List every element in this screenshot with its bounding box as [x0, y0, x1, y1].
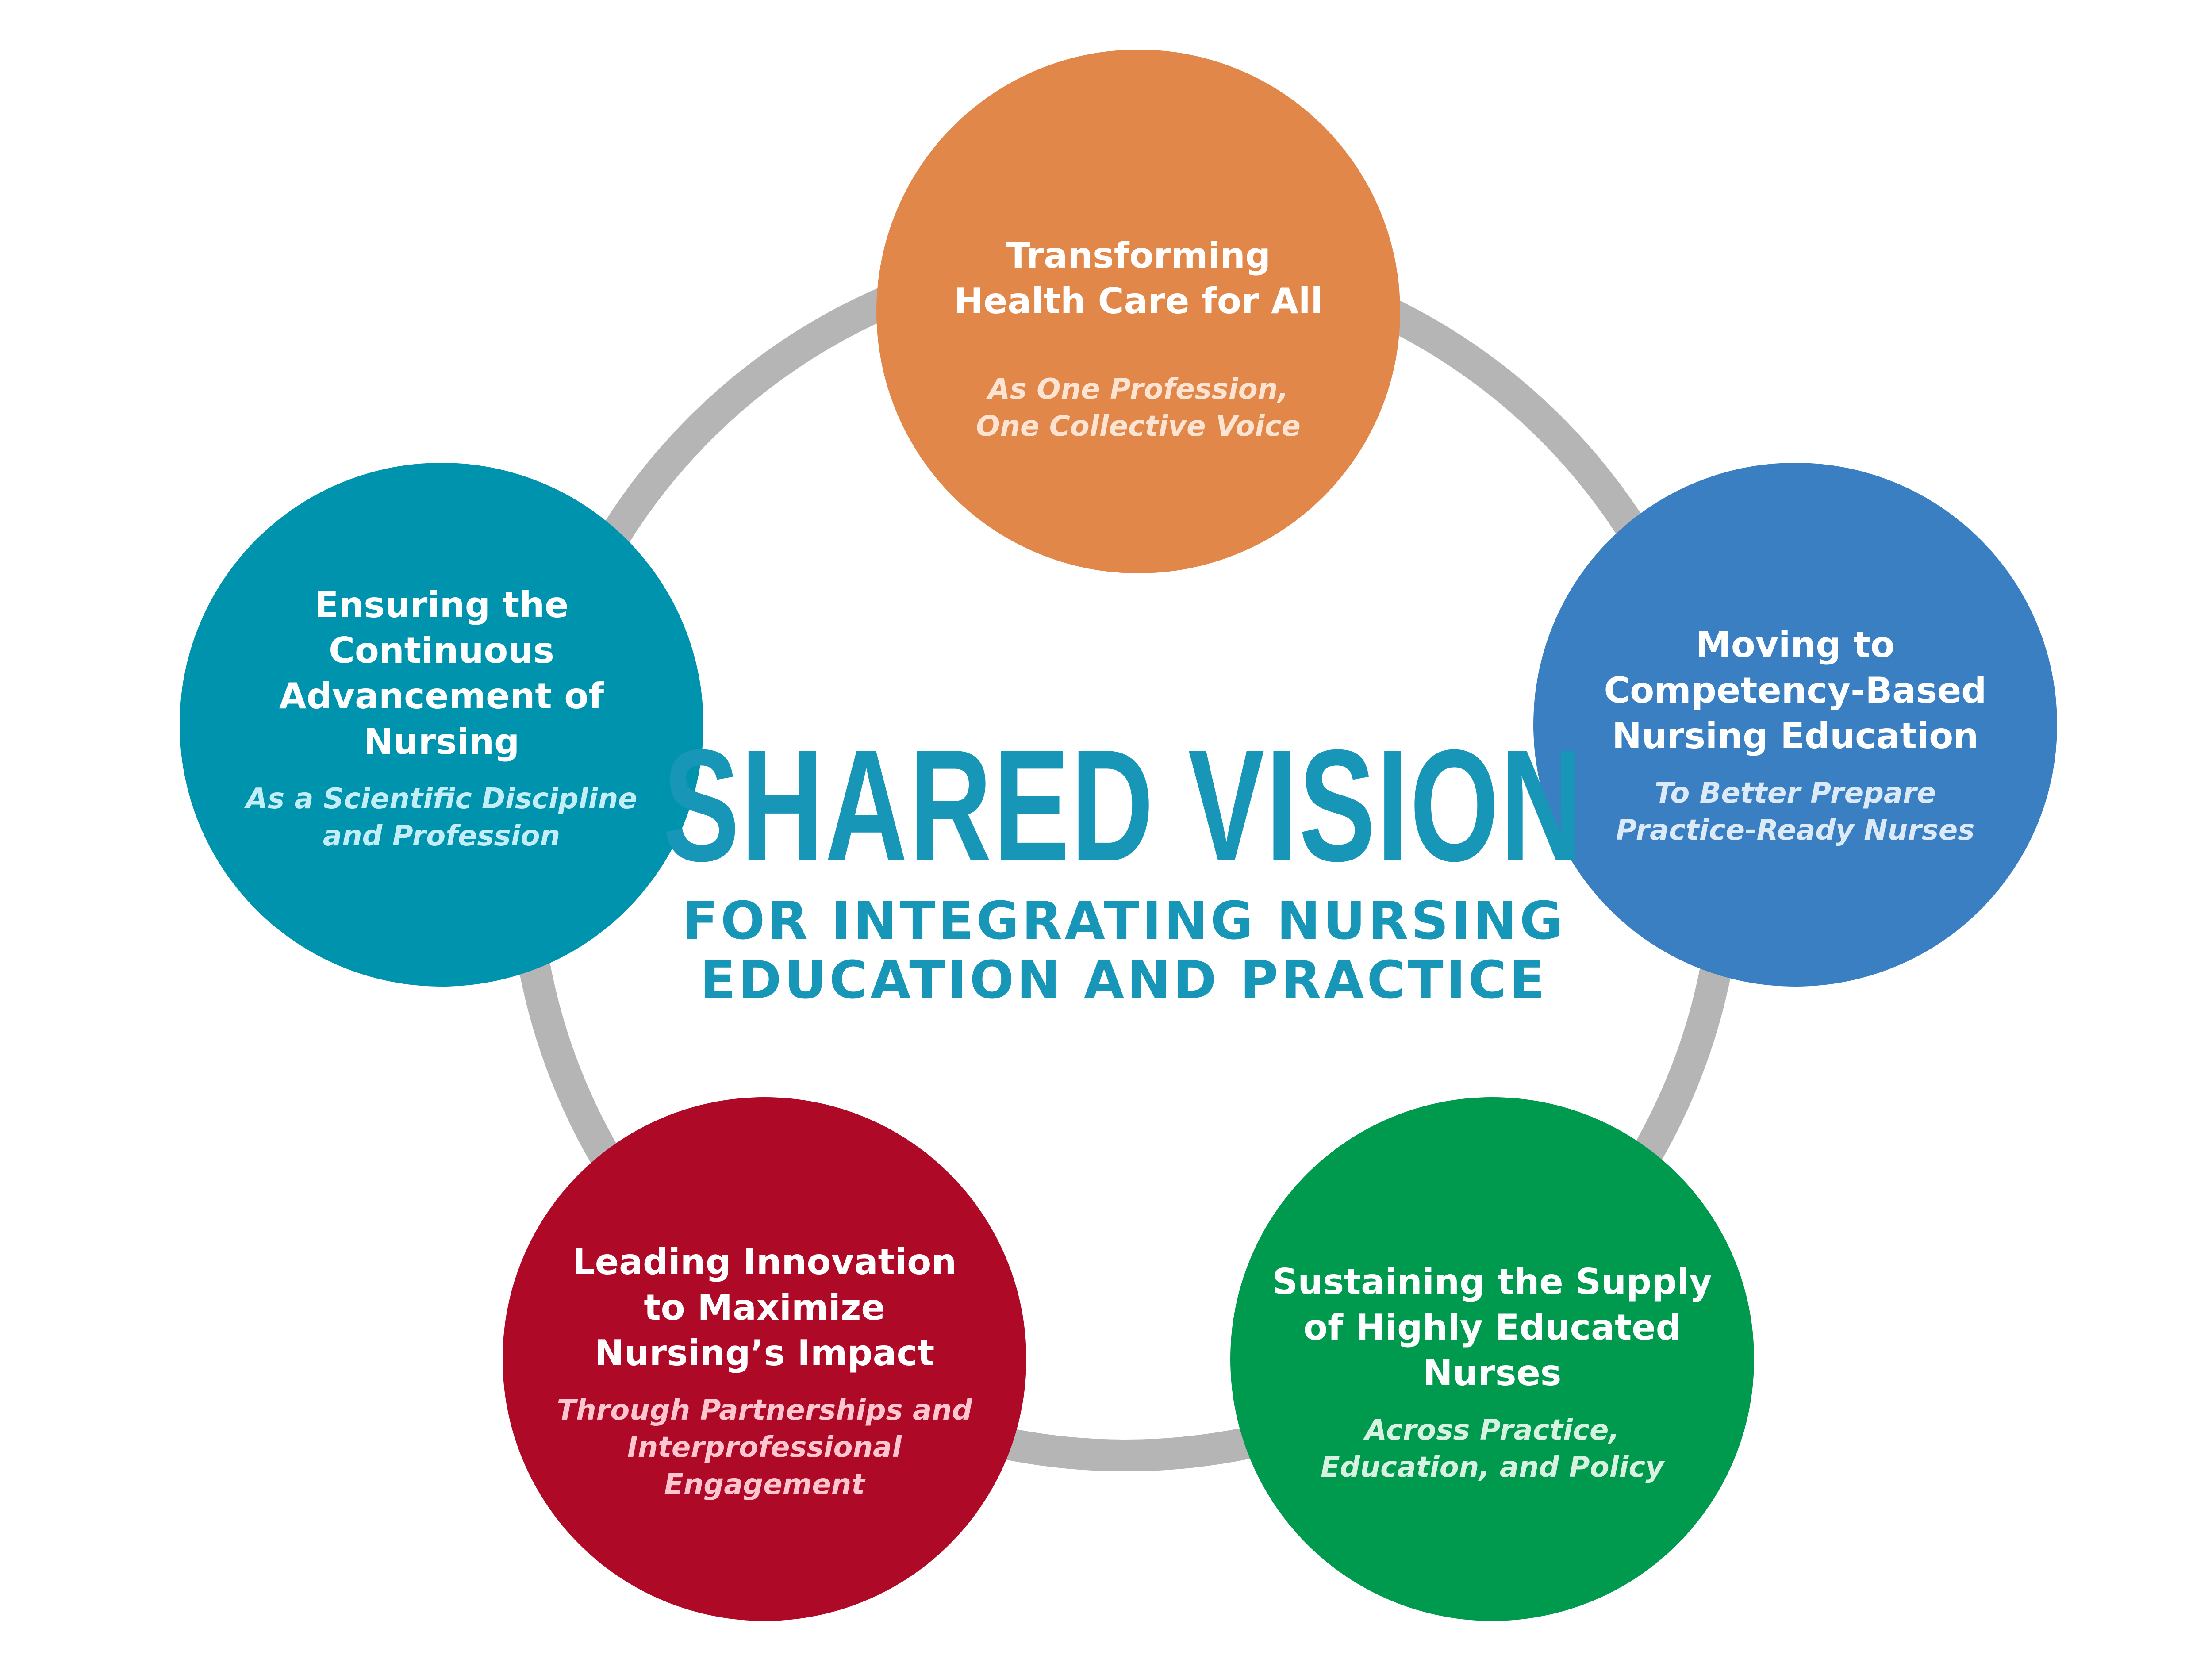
center-subtitle-line-2: EDUCATION AND PRACTICE: [700, 949, 1548, 1010]
node-heading-line: Nursing Education: [1612, 715, 1978, 757]
node-heading-line: to Maximize: [644, 1287, 885, 1328]
node-subheading-line: As One Profession,: [986, 373, 1288, 406]
node-heading-line: Sustaining the Supply: [1272, 1261, 1712, 1302]
center-subtitle-line-1: FOR INTEGRATING NURSING: [682, 890, 1565, 951]
node-subheading-line: As a Scientific Discipline: [243, 783, 637, 815]
node-subheading-line: Through Partnerships and: [557, 1394, 973, 1427]
node-heading-line: Nursing’s Impact: [595, 1333, 935, 1374]
node-circle: [1533, 463, 2057, 987]
node-subheading-line: Education, and Policy: [1321, 1451, 1665, 1484]
node-heading-line: Moving to: [1696, 624, 1894, 665]
node-subheading-line: To Better Prepare: [1655, 777, 1936, 810]
node-subheading-line: and Profession: [323, 820, 560, 853]
center-title: SHARED VISION: [663, 717, 1585, 895]
node-circle: [180, 463, 703, 987]
node-circle: [503, 1097, 1026, 1621]
node-subheading-line: Across Practice,: [1363, 1414, 1619, 1447]
node-heading-line: Transforming: [1006, 235, 1271, 276]
node-heading-line: of Highly Educated: [1303, 1307, 1681, 1348]
node-subheading-line: One Collective Voice: [976, 410, 1301, 443]
node-subheading-line: Engagement: [664, 1468, 866, 1501]
node-heading-line: Nursing: [364, 721, 520, 762]
node-heading-line: Leading Innovation: [572, 1241, 956, 1283]
node-subheading-line: Practice-Ready Nurses: [1616, 814, 1975, 847]
node-heading-line: Ensuring the: [315, 584, 569, 626]
node-supply: Sustaining the Supply of Highly EducatedN…: [1230, 1097, 1754, 1621]
node-subheading-line: Interprofessional: [627, 1431, 902, 1464]
node-circle: [1230, 1097, 1754, 1621]
node-heading-line: Nurses: [1423, 1352, 1562, 1394]
node-heading-line: Continuous: [329, 630, 554, 671]
node-heading-line: Health Care for All: [954, 280, 1323, 322]
node-heading-line: Advancement of: [279, 676, 605, 717]
node-heading-line: Competency-Based: [1604, 670, 1987, 711]
center-title-block: SHARED VISION FOR INTEGRATING NURSING ED…: [663, 717, 1585, 1010]
node-circle: [876, 50, 1400, 573]
